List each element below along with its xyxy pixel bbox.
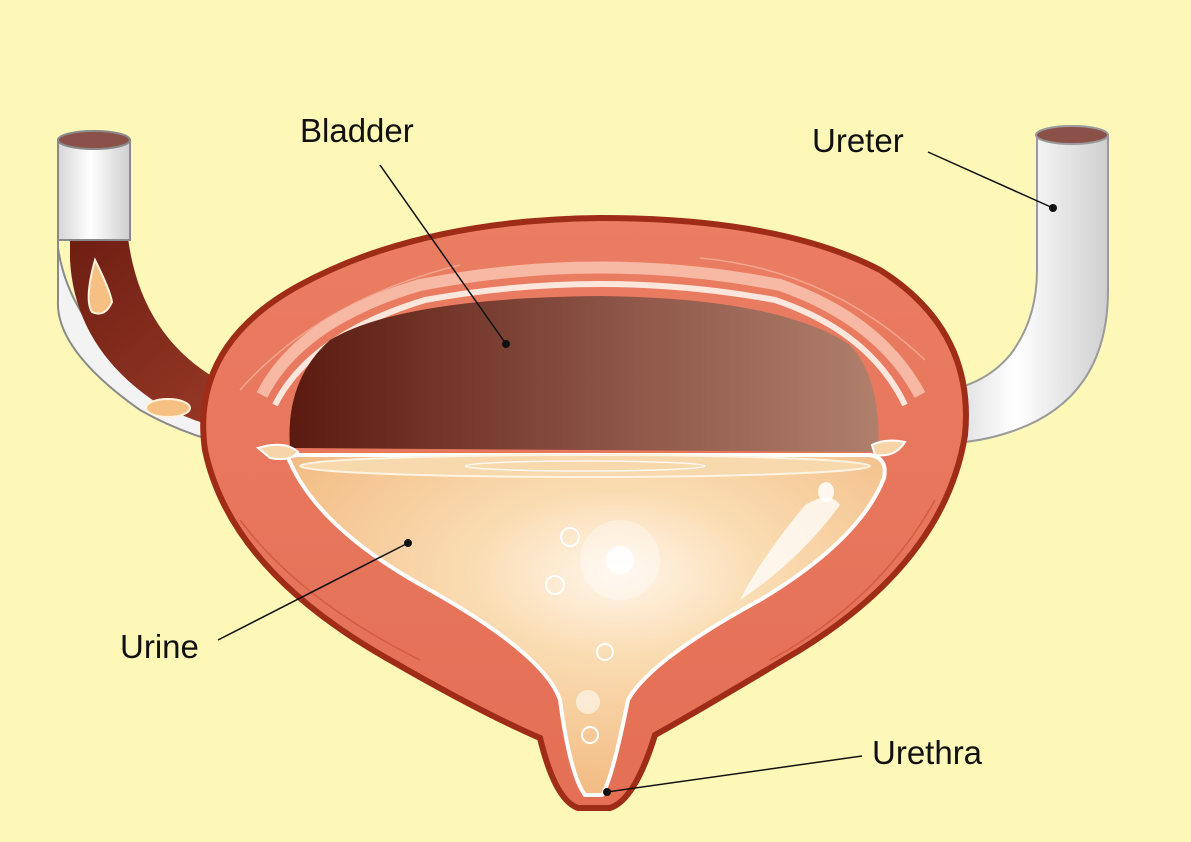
- urethra-leader-dot: [603, 788, 611, 796]
- ureter-label: Ureter: [812, 122, 904, 159]
- urine-volume: [255, 439, 907, 797]
- ureter-leader-dot: [1049, 204, 1057, 212]
- urine-leader-dot: [404, 539, 412, 547]
- bladder-label: Bladder: [300, 112, 414, 149]
- bladder-cavity: [289, 296, 879, 452]
- urine-label: Urine: [120, 628, 199, 665]
- urine-leader-line: [217, 542, 409, 641]
- leader-lines: [217, 151, 1057, 796]
- ureter-leader-line: [927, 151, 1054, 209]
- bladder-leader-dot: [502, 340, 510, 348]
- urethra-leader-line: [606, 755, 863, 793]
- bladder-leader-line: [379, 164, 507, 345]
- urethra-label: Urethra: [872, 734, 983, 771]
